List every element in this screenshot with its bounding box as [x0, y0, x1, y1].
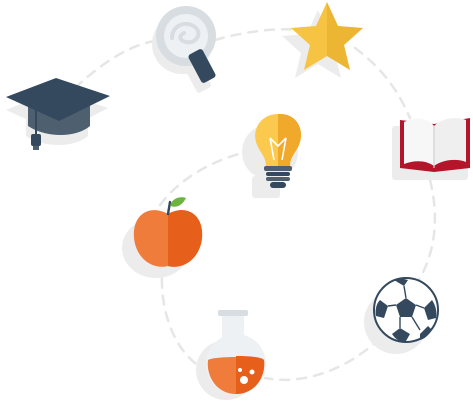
apple-icon	[122, 197, 203, 278]
star-icon	[282, 2, 363, 78]
magnifier-icon	[152, 6, 216, 93]
soccer-ball-icon	[364, 277, 439, 354]
graduation-cap-icon	[6, 78, 110, 150]
light-bulb-icon	[242, 114, 302, 198]
flask-icon	[196, 310, 266, 400]
book-icon	[392, 118, 470, 180]
